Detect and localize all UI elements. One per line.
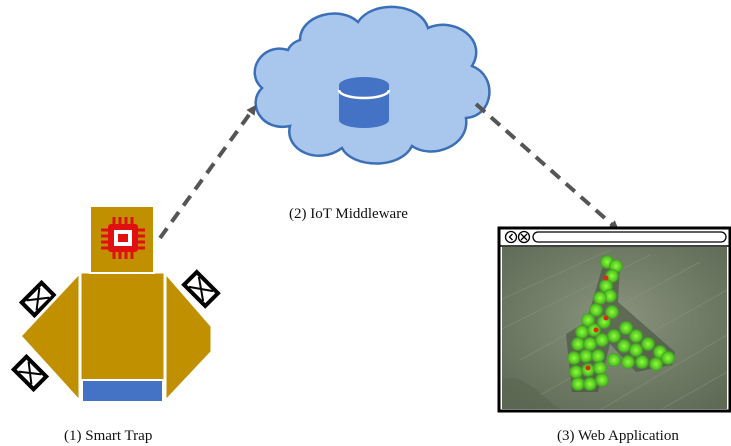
caption-web-application: (3) Web Application bbox=[557, 428, 679, 444]
heatmap-point bbox=[591, 349, 605, 363]
arrow-middleware-to-webapp bbox=[474, 102, 619, 231]
heatmap-hotspot bbox=[593, 327, 599, 333]
heatmap-point bbox=[607, 353, 621, 367]
heatmap-hotspot bbox=[585, 365, 591, 371]
heatmap-point bbox=[595, 373, 609, 387]
arrow-trap-to-middleware bbox=[158, 104, 257, 240]
caption-iot-middleware: (2) IoT Middleware bbox=[289, 206, 408, 222]
heatmap-point bbox=[661, 351, 675, 365]
heatmap-point bbox=[641, 337, 655, 351]
heatmap-point bbox=[593, 291, 607, 305]
microchip-icon bbox=[101, 217, 145, 259]
heatmap-point bbox=[595, 333, 609, 347]
browser-toolbar bbox=[500, 230, 729, 247]
smart-trap bbox=[10, 205, 221, 404]
caption-smart-trap: (1) Smart Trap bbox=[64, 428, 152, 444]
heatmap-point bbox=[629, 343, 643, 357]
trap-left-connector-bottom bbox=[10, 353, 50, 393]
address-bar[interactable] bbox=[532, 231, 727, 243]
heatmap-point bbox=[593, 361, 607, 375]
heatmap-point bbox=[569, 365, 583, 379]
heatmap-point bbox=[583, 337, 597, 351]
heatmap-point bbox=[607, 329, 621, 343]
heatmap-point bbox=[619, 321, 633, 335]
trap-left-connector-top bbox=[18, 279, 58, 319]
heatmap-hotspot bbox=[603, 275, 609, 281]
close-icon[interactable] bbox=[517, 230, 531, 244]
trap-right-connector bbox=[181, 269, 221, 309]
heatmap-hotspot bbox=[603, 315, 609, 321]
heatmap-point bbox=[583, 377, 597, 391]
heatmap-point bbox=[575, 325, 589, 339]
heatmap-point bbox=[589, 303, 603, 317]
heatmap-point bbox=[571, 377, 585, 391]
trap-base bbox=[81, 379, 164, 403]
heatmap-point bbox=[629, 329, 643, 343]
heatmap-view bbox=[502, 247, 727, 409]
database-icon bbox=[337, 77, 391, 128]
heatmap-point bbox=[617, 339, 631, 353]
heatmap-point bbox=[579, 349, 593, 363]
heatmap-point bbox=[635, 355, 649, 369]
heatmap-point bbox=[567, 351, 581, 365]
heatmap-point bbox=[571, 337, 585, 351]
back-icon[interactable] bbox=[504, 230, 518, 244]
heatmap-point bbox=[649, 357, 663, 371]
heatmap-points bbox=[567, 255, 675, 391]
heatmap-point bbox=[621, 355, 635, 369]
web-app-window bbox=[497, 226, 731, 413]
heatmap-point bbox=[605, 305, 619, 319]
